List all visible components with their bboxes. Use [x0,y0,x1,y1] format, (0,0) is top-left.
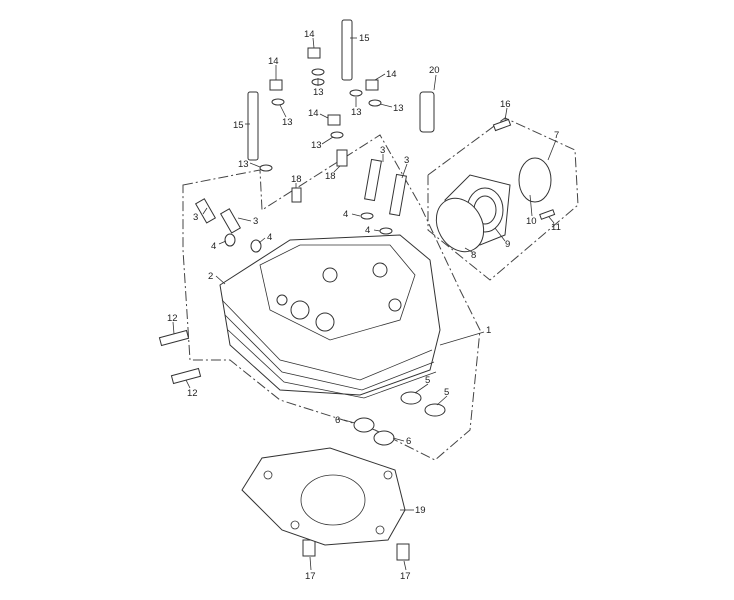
callout: 4 [365,225,370,236]
callout: 15 [233,120,244,131]
leader-lines [172,37,557,571]
bolt-15-top [341,19,353,81]
callout: 2 [208,271,213,282]
callout: 1 [486,325,491,336]
callout: 6 [406,436,411,447]
callout-labels: 14 15 14 13 14 20 16 7 13 15 13 13 14 13… [167,29,561,582]
callout: 3 [193,212,198,223]
callout: 6 [335,415,340,426]
cylinder-head [219,234,441,399]
callout: 13 [238,159,249,170]
stud-12-top [158,329,190,347]
callout: 10 [526,216,537,227]
callout: 15 [359,33,370,44]
callout: 4 [267,232,272,243]
callout: 16 [500,99,511,110]
callout: 12 [167,313,178,324]
callout: 5 [444,387,449,398]
callout: 5 [425,375,430,386]
callout: 13 [282,117,293,128]
callout: 9 [505,239,510,250]
callout: 8 [471,250,476,261]
callout: 3 [380,145,385,156]
callout: 3 [404,155,409,166]
callout: 4 [343,209,348,220]
callout: 19 [415,505,426,516]
spark-plug [419,91,435,133]
callout: 13 [351,107,362,118]
callout: 13 [313,87,324,98]
callout: 12 [187,388,198,399]
callout: 18 [325,171,336,182]
callout: 14 [268,56,279,67]
callout: 18 [291,174,302,185]
callout: 4 [211,241,216,252]
callout: 14 [308,108,319,119]
callout: 13 [311,140,322,151]
stud-12-bottom [170,367,202,385]
callout: 20 [429,65,440,76]
callout: 13 [393,103,404,114]
head-assembly-boundary [182,134,481,461]
bolt-16 [492,118,512,132]
callout: 11 [551,222,561,233]
callout: 14 [304,29,315,40]
callout: 14 [386,69,397,80]
head-gasket [241,447,406,546]
callout: 7 [554,130,559,141]
callout: 3 [253,216,258,227]
intake-manifold [435,157,552,253]
callout: 17 [400,571,411,582]
bolt-11 [539,209,556,220]
callout: 17 [305,571,316,582]
bolt-15-left [247,91,259,161]
